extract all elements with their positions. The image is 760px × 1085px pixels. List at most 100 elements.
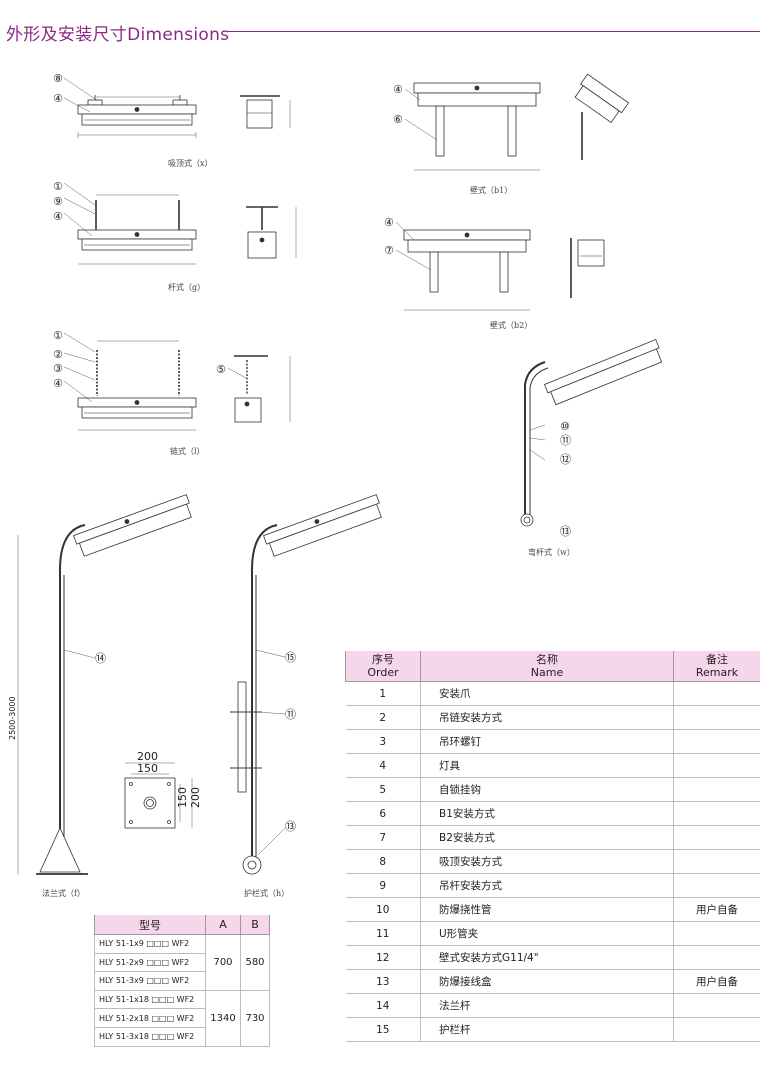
header-name-en: Name — [530, 666, 564, 679]
header-remark-en: Remark — [695, 666, 739, 679]
callout-w-10: ⑩ — [560, 420, 570, 433]
drawing-bent-pole-mount — [520, 339, 663, 527]
drawing-wall-mount-b1 — [404, 73, 630, 171]
header-a: A — [205, 915, 241, 935]
row-name: B2安装方式 — [420, 825, 674, 850]
row-order: 13 — [345, 969, 421, 994]
callout-h-15: ⑮ — [285, 651, 296, 664]
callout-l-5: ⑤ — [216, 363, 226, 376]
row-remark: 用户自备 — [673, 969, 760, 994]
row-order: 5 — [345, 777, 421, 802]
drawing-wall-mount-b2 — [395, 221, 605, 311]
header-name: 名称 Name — [420, 651, 674, 682]
row-remark — [673, 1017, 760, 1042]
drawing-chain-mount — [63, 332, 291, 431]
row-remark — [673, 801, 760, 826]
caption-wall-b2: 壁式（b2） — [490, 321, 533, 330]
flange-dim-side-outer: 200 — [189, 787, 202, 808]
row-name: U形管夹 — [420, 921, 674, 946]
flange-dim-inner: 150 — [137, 762, 158, 775]
row-name: 灯具 — [420, 753, 674, 778]
drawing-ceiling-mount — [63, 77, 291, 138]
model-name: HLY 51-1x18 □□□ WF2 — [94, 989, 206, 1010]
row-name: 安装爪 — [420, 681, 674, 706]
caption-flange: 法兰式（f） — [42, 889, 85, 898]
header-remark: 备注 Remark — [673, 651, 760, 682]
row-name: 壁式安装方式G11/4" — [420, 945, 674, 970]
header-name-cn: 名称 — [536, 653, 558, 666]
callout-g-4: ④ — [53, 210, 63, 223]
callout-h-13: ⑬ — [285, 820, 296, 833]
dim-a: 1340 — [205, 989, 241, 1047]
row-remark — [673, 777, 760, 802]
row-order: 2 — [345, 705, 421, 730]
row-order: 4 — [345, 753, 421, 778]
row-remark — [673, 705, 760, 730]
row-name: 吊杆安装方式 — [420, 873, 674, 898]
callout-l-2: ② — [53, 348, 63, 361]
row-order: 7 — [345, 825, 421, 850]
row-order: 1 — [345, 681, 421, 706]
header-remark-cn: 备注 — [706, 653, 728, 666]
row-order: 9 — [345, 873, 421, 898]
dim-b: 580 — [240, 934, 270, 991]
callout-w-13: ⑬ — [560, 525, 571, 538]
callout-g-9: ⑨ — [53, 195, 63, 208]
row-remark — [673, 921, 760, 946]
row-remark — [673, 825, 760, 850]
row-remark — [673, 993, 760, 1018]
header-order-en: Order — [367, 666, 399, 679]
callout-w-11: ⑪ — [560, 434, 571, 447]
callout-l-3: ③ — [53, 362, 63, 375]
callout-l-1: ① — [53, 329, 63, 342]
flange-dim-side-inner: 150 — [176, 787, 189, 808]
row-order: 8 — [345, 849, 421, 874]
callout-b2-4: ④ — [384, 216, 394, 229]
row-order: 12 — [345, 945, 421, 970]
page-title: 外形及安装尺寸Dimensions — [6, 25, 230, 45]
dim-a: 700 — [205, 934, 241, 991]
pole-height-label: 2500-3000 — [8, 696, 17, 740]
row-name: 法兰杆 — [420, 993, 674, 1018]
model-name: HLY 51-1x9 □□□ WF2 — [94, 934, 206, 954]
dim-b: 730 — [240, 989, 270, 1047]
row-remark — [673, 753, 760, 778]
row-order: 14 — [345, 993, 421, 1018]
drawing-guardrail-mount — [230, 494, 382, 875]
row-remark — [673, 849, 760, 874]
drawing-pole-rod-mount — [63, 182, 297, 265]
row-name: 吊环螺钉 — [420, 729, 674, 754]
row-remark: 用户自备 — [673, 897, 760, 922]
flange-dim-outer: 200 — [137, 750, 158, 763]
model-name: HLY 51-3x9 □□□ WF2 — [94, 971, 206, 991]
model-name: HLY 51-2x9 □□□ WF2 — [94, 952, 206, 973]
row-name: 防爆接线盒 — [420, 969, 674, 994]
title-rule — [226, 31, 760, 32]
callout-f-14: ⑭ — [95, 652, 106, 665]
row-name: 吊链安装方式 — [420, 705, 674, 730]
header-order-cn: 序号 — [372, 653, 394, 666]
callout-x-8: ⑧ — [53, 72, 63, 85]
callout-g-1: ① — [53, 180, 63, 193]
row-name: 自锁挂钩 — [420, 777, 674, 802]
model-table: 型号 A B HLY 51-1x9 □□□ WF2 700 580 HLY 51… — [94, 915, 270, 1047]
row-name: 吸顶安装方式 — [420, 849, 674, 874]
row-remark — [673, 873, 760, 898]
caption-rod: 杆式（g） — [168, 283, 206, 292]
parts-table-header: 序号 Order 名称 Name 备注 Remark — [345, 651, 760, 682]
model-name: HLY 51-3x18 □□□ WF2 — [94, 1026, 206, 1047]
row-order: 3 — [345, 729, 421, 754]
